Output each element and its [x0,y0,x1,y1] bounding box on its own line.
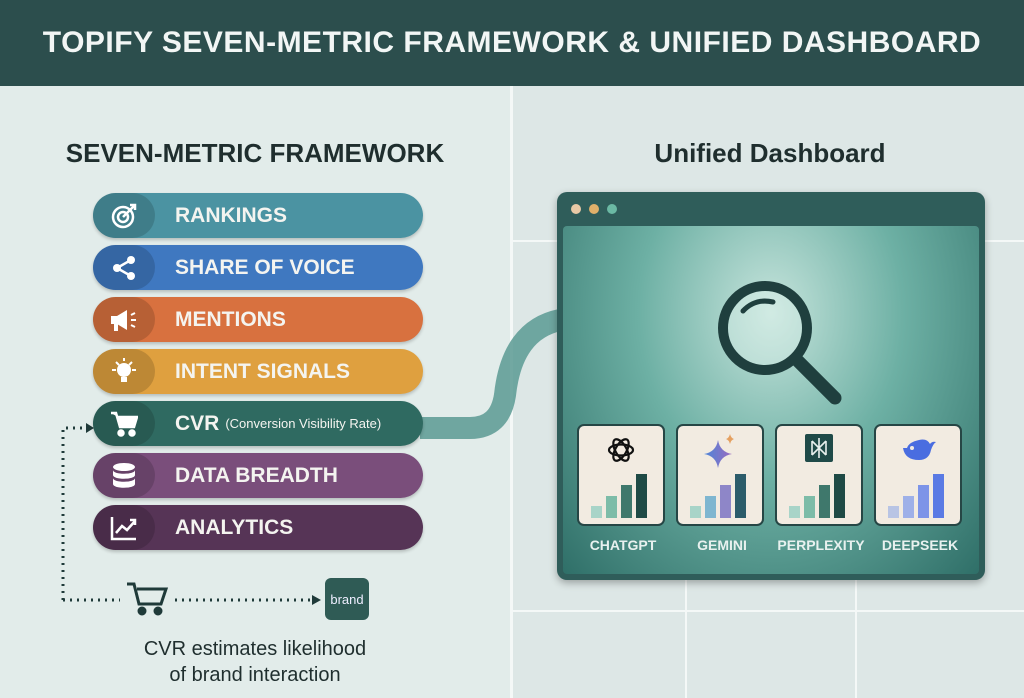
bar [834,474,845,518]
perplexity-icon [777,434,861,466]
platform-label: DEEPSEEK [881,537,959,553]
page-title: TOPIFY SEVEN-METRIC FRAMEWORK & UNIFIED … [42,26,982,59]
megaphone-icon [93,297,155,342]
bar [735,474,746,518]
metric-label: RANKINGS [175,203,288,227]
bar [621,485,632,518]
cart-icon [93,401,155,446]
metric-label: MENTIONS [175,307,286,331]
cart-icon [127,582,169,616]
bar [720,485,731,518]
bar [705,496,716,518]
database-icon [93,453,155,498]
mini-bar-chart [789,474,845,518]
metric-cvr[interactable]: CVR (Conversion Visibility Rate) [93,401,423,446]
flow-arrow [420,309,660,439]
deepseek-icon [876,434,960,466]
brand-badge: brand [325,578,369,620]
bar [918,485,929,518]
openai-icon [579,434,663,466]
bar [789,506,800,518]
metric-label: CVR [175,411,220,435]
window-dot[interactable] [607,204,617,214]
metric-data-breadth[interactable]: DATA BREADTH [93,453,423,498]
mini-bar-chart [591,474,647,518]
metric-intent-signals[interactable]: INTENT SIGNALS [93,349,423,394]
mini-bar-chart [888,474,944,518]
caption-line: CVR estimates likelihood [143,638,367,660]
metric-share-of-voice[interactable]: SHARE OF VOICE [93,245,423,290]
cvr-caption: CVR estimates likelihood of brand interac… [100,636,410,688]
page-header: TOPIFY SEVEN-METRIC FRAMEWORK & UNIFIED … [0,0,1024,86]
framework-title: SEVEN-METRIC FRAMEWORK [65,138,445,168]
dashboard-window: CHATGPT GEMINI PERPLEXITY DEEPSEEK [557,192,985,580]
platform-card-gemini[interactable] [676,424,764,526]
metric-mentions[interactable]: MENTIONS [93,297,423,342]
lightbulb-icon [93,349,155,394]
bar [591,506,602,518]
bar [933,474,944,518]
mini-bar-chart [690,474,746,518]
metric-label: SHARE OF VOICE [175,255,355,279]
bar [819,485,830,518]
grid-line [855,580,857,698]
metric-sublabel: (Conversion Visibility Rate) [225,416,382,431]
target-icon [93,193,155,238]
grid-line [512,610,1024,612]
bar [690,506,701,518]
dotted-loop [61,426,88,600]
bar [636,474,647,518]
platform-label: GEMINI [697,537,747,553]
magnifier-icon [718,281,842,405]
grid-line [685,580,687,698]
metric-analytics[interactable]: ANALYTICS [93,505,423,550]
bar [606,496,617,518]
bar [903,496,914,518]
gemini-icon [678,434,762,468]
platform-card-deepseek[interactable] [874,424,962,526]
window-dot[interactable] [589,204,599,214]
chart-icon [93,505,155,550]
window-titlebar [557,192,985,226]
metric-label: ANALYTICS [175,515,294,539]
metric-label: INTENT SIGNALS [175,359,351,383]
share-icon [93,245,155,290]
window-dot[interactable] [571,204,581,214]
platform-label: CHATGPT [589,537,657,553]
metric-label: DATA BREADTH [175,463,338,487]
bar [804,496,815,518]
dashboard-title: Unified Dashboard [654,138,886,168]
platform-card-perplexity[interactable] [775,424,863,526]
bar [888,506,899,518]
metric-rankings[interactable]: RANKINGS [93,193,423,238]
caption-line: of brand interaction [169,664,341,686]
platform-label: PERPLEXITY [777,537,865,553]
platform-card-chatgpt[interactable] [577,424,665,526]
